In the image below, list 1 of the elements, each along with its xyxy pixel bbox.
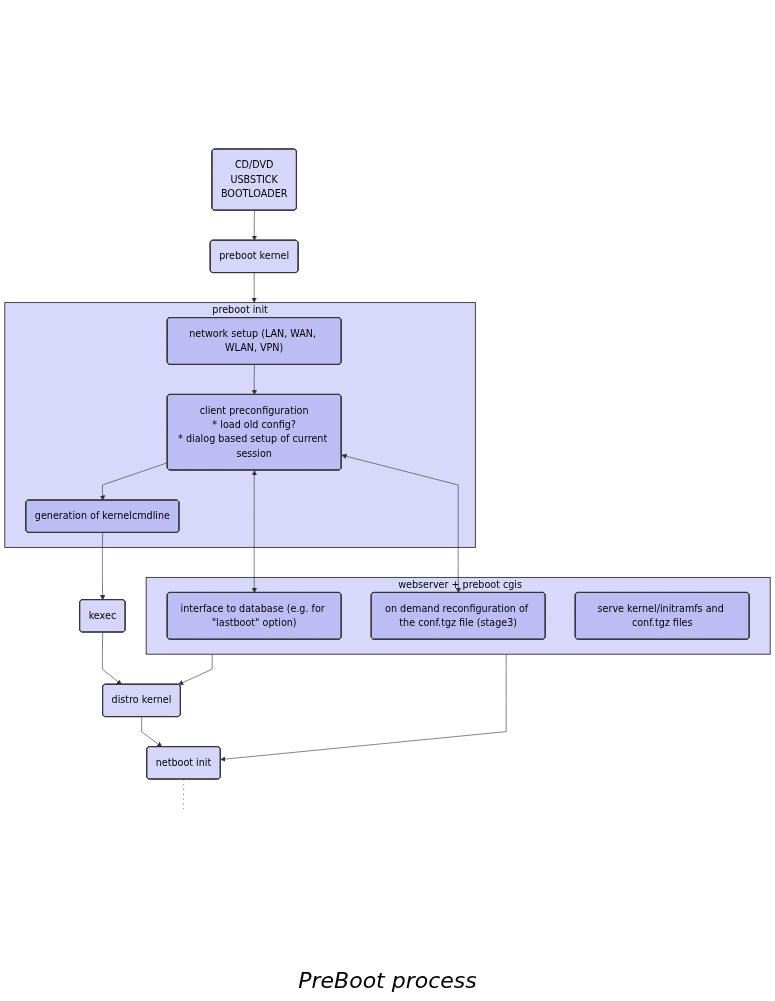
- caption: PreBoot process: [298, 968, 477, 993]
